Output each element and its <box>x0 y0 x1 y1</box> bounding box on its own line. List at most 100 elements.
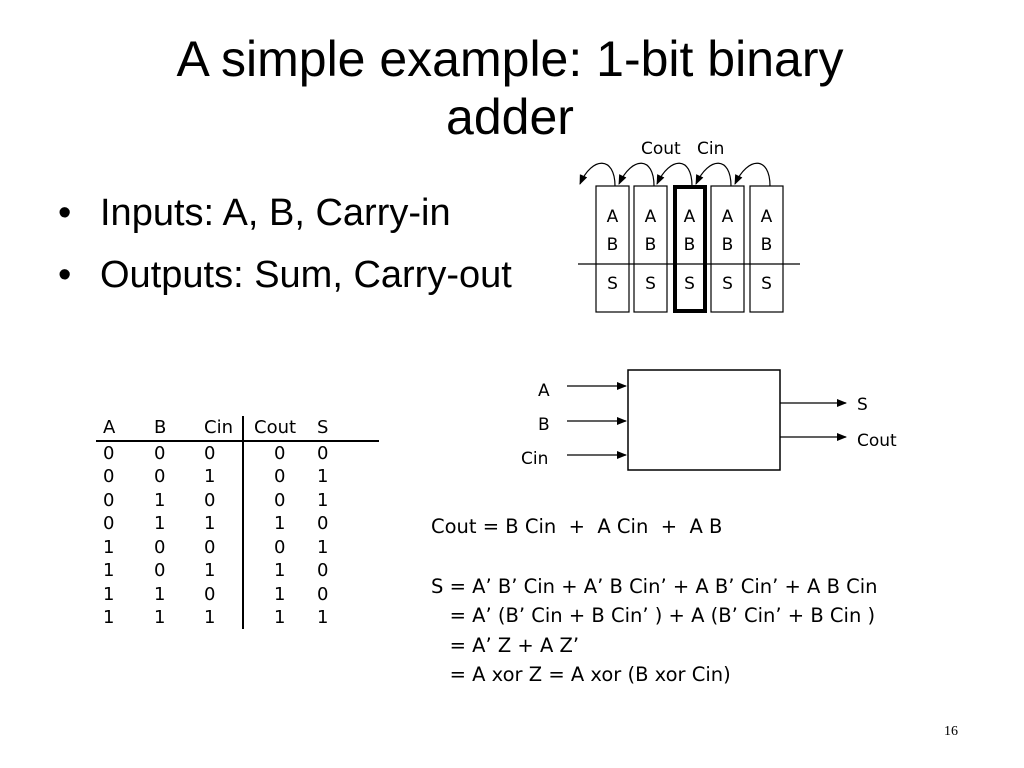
cell-s-label: S <box>607 274 618 294</box>
cell-box <box>749 185 784 313</box>
title-line-1: A simple example: 1-bit binary <box>176 31 844 87</box>
sum-equation-line-3: = A’ Z + A Z’ <box>431 633 580 657</box>
cout-equation: Cout = B Cin + A Cin + A B <box>431 515 723 538</box>
bullet-dot-icon: • <box>58 192 72 234</box>
slide-title: A simple example: 1-bit binary adder <box>60 30 960 146</box>
table-row: 1 0 1 1 0 <box>96 559 379 583</box>
header-a: A <box>103 417 116 438</box>
cell-b-label: B <box>761 235 773 255</box>
carry-arrow-5 <box>734 162 771 187</box>
equation-spacer <box>431 542 878 572</box>
title-line-2: adder <box>446 89 574 145</box>
cell-b: 0 <box>154 536 166 558</box>
cell-b: 1 <box>154 513 166 534</box>
cell-a-label: A <box>607 207 619 227</box>
cell-s-label: S <box>684 274 695 294</box>
cell-b: 0 <box>154 442 166 464</box>
equations: Cout = B Cin + A Cin + A B S = A’ B’ Cin… <box>431 512 878 690</box>
cell-cin: 0 <box>204 489 216 511</box>
header-cin: Cin <box>204 417 233 438</box>
cell-s: 0 <box>317 442 329 464</box>
cell-box-highlighted <box>673 185 707 313</box>
header-b: B <box>154 417 167 438</box>
cell-cout: 1 <box>274 513 286 534</box>
header-s: S <box>317 417 329 438</box>
carry-in-arrow <box>695 162 732 187</box>
cell-b: 1 <box>154 583 166 605</box>
sum-equation-line-1: S = A’ B’ Cin + A’ B Cin’ + A B’ Cin’ + … <box>431 574 878 598</box>
page-number: 16 <box>944 724 958 739</box>
table-row: 1 1 0 1 0 <box>96 583 379 607</box>
adder-cell: ABS <box>595 185 630 313</box>
cell-cout: 1 <box>274 607 286 628</box>
adder-cell: ABS <box>710 185 745 313</box>
cell-cin: 0 <box>204 583 216 605</box>
header-cout: Cout <box>254 417 297 438</box>
cell-s-label: S <box>645 274 656 294</box>
sum-equation-line-4: = A xor Z = A xor (B xor Cin) <box>431 663 731 686</box>
table-row: 1 0 0 0 1 <box>96 536 379 560</box>
cell-s: 0 <box>317 583 329 605</box>
input-a-label: A <box>538 381 550 401</box>
cell-a: 0 <box>103 442 115 464</box>
cell-s: 0 <box>317 560 329 581</box>
cell-a: 0 <box>103 513 115 534</box>
cell-b: 1 <box>154 607 166 628</box>
bullet-list: • Inputs: A, B, Carry-in •Outputs: Sum, C… <box>58 188 512 312</box>
adder-cell: ABS <box>633 185 668 313</box>
adder-cell: ABS <box>749 185 784 313</box>
adder-box <box>627 369 781 471</box>
bullet-inputs: • Inputs: A, B, Carry-in <box>58 188 512 250</box>
cell-s: 1 <box>317 607 329 628</box>
bullet-outputs-text: Outputs: Sum, Carry-out <box>100 254 512 296</box>
input-b-label: B <box>538 415 550 435</box>
input-cin-label: Cin <box>521 449 548 469</box>
cout-label: Cout <box>641 139 681 159</box>
cell-a-label: A <box>761 207 773 227</box>
cell-b: 0 <box>154 560 166 581</box>
bullet-outputs: •Outputs: Sum, Carry-out <box>58 250 512 312</box>
cell-cin: 1 <box>204 560 216 581</box>
adder-cell: ABS <box>673 185 707 313</box>
carry-out-arrow <box>656 162 693 187</box>
cell-a: 1 <box>103 536 115 558</box>
cell-b-label: B <box>645 235 657 255</box>
bullet-inputs-text: Inputs: A, B, Carry-in <box>100 192 451 234</box>
cell-s: 0 <box>317 513 329 534</box>
cell-s: 1 <box>317 489 329 511</box>
table-row: 1 1 1 1 1 <box>96 606 379 630</box>
cell-cout: 1 <box>274 560 286 581</box>
cell-b: 0 <box>154 466 166 487</box>
cell-a: 1 <box>103 607 115 628</box>
cell-b: 1 <box>154 489 166 511</box>
cell-cout: 0 <box>274 536 286 558</box>
sum-equation-line-2: = A’ (B’ Cin + B Cin’ ) + A (B’ Cin’ + B… <box>431 604 876 627</box>
cell-a: 1 <box>103 583 115 605</box>
cell-s: 1 <box>317 536 329 558</box>
output-cout-label: Cout <box>857 431 897 451</box>
cell-a: 0 <box>103 466 115 487</box>
cell-cout: 1 <box>274 583 286 605</box>
cell-cin: 1 <box>204 607 216 628</box>
cell-s: 1 <box>317 466 329 487</box>
cell-cout: 0 <box>274 442 286 464</box>
output-s-label: S <box>857 395 868 415</box>
cell-box <box>595 185 630 313</box>
carry-arrow-2 <box>618 162 655 187</box>
cell-a-label: A <box>722 207 734 227</box>
cell-b-label: B <box>607 235 619 255</box>
cell-cin: 0 <box>204 536 216 558</box>
cell-b-label: B <box>722 235 734 255</box>
cell-box <box>633 185 668 313</box>
carry-arrow-1 <box>579 162 616 187</box>
cell-a-label: A <box>684 207 696 227</box>
cell-a: 1 <box>103 560 115 581</box>
